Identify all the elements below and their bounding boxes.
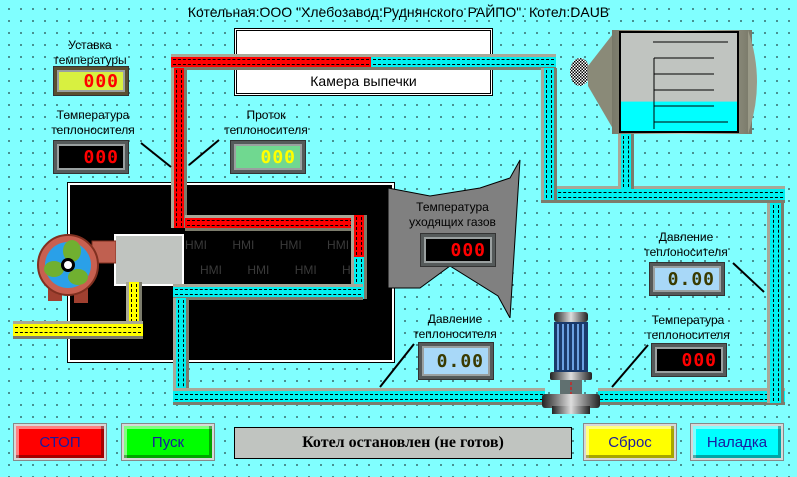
coolant-pressure-bottom-display: 0.00 bbox=[419, 343, 493, 379]
coolant-pressure-bottom-label: Давление теплоносителя bbox=[413, 312, 497, 341]
fuel-pipe-vertical bbox=[126, 282, 142, 324]
baking-chamber-label: Камера выпечки bbox=[310, 73, 417, 89]
return-pipe-vertical bbox=[541, 68, 557, 200]
hot-pipe-internal-vertical bbox=[351, 215, 367, 257]
coolant-temp-right-display: 000 bbox=[652, 344, 726, 376]
coolant-pressure-right-display: 0.00 bbox=[650, 263, 724, 295]
setpoint-display[interactable]: 000 bbox=[54, 67, 128, 95]
leader-line bbox=[140, 142, 172, 168]
hot-pipe-internal bbox=[185, 215, 355, 231]
hot-pipe-riser bbox=[171, 68, 187, 228]
setup-button[interactable]: Наладка bbox=[691, 424, 783, 460]
circulation-pump-icon bbox=[542, 312, 600, 414]
status-bar: Котел остановлен (не готов) bbox=[234, 427, 572, 459]
cold-pipe-internal bbox=[173, 284, 363, 300]
coolant-temp-right-label: Температура теплоносителя bbox=[646, 313, 730, 342]
start-button[interactable]: Пуск bbox=[122, 424, 214, 460]
coolant-pressure-right-label: Давление теплоносителя bbox=[644, 230, 728, 259]
hot-pipe-top bbox=[171, 54, 371, 70]
blower-fan-icon bbox=[37, 234, 116, 303]
coolant-flow-display: 000 bbox=[231, 141, 305, 173]
reset-button[interactable]: Сброс bbox=[584, 424, 676, 460]
setpoint-label: Уставка температуры bbox=[53, 38, 127, 67]
flue-duct bbox=[387, 159, 521, 318]
flue-gas-temp-display: 000 bbox=[421, 234, 495, 266]
fuel-pipe-horizontal bbox=[13, 321, 143, 339]
cold-pipe-down bbox=[173, 298, 189, 398]
window-title: Котельная:ООО "Хлебозавод:Руднянского РА… bbox=[187, 4, 610, 20]
burner-box bbox=[114, 234, 184, 286]
hmi-watermark: HMI HMI HMI HMI bbox=[200, 263, 364, 277]
leader-line bbox=[611, 344, 649, 388]
coolant-temp-left-label: Температура теплоносителя bbox=[51, 108, 135, 137]
coolant-temp-left-display: 000 bbox=[54, 141, 128, 173]
expansion-tank bbox=[570, 30, 757, 134]
coolant-flow-label: Проток теплоносителя bbox=[224, 108, 308, 137]
hmi-watermark: HMI HMI HMI HMI bbox=[185, 238, 350, 252]
return-pipe-middle bbox=[541, 186, 785, 203]
cold-pipe-bottom-right bbox=[598, 388, 785, 405]
flue-gas-temp-label: Температура уходящих газов bbox=[409, 200, 496, 229]
leader-line bbox=[732, 262, 765, 293]
leader-line bbox=[188, 139, 220, 166]
tank-outlet-pipe bbox=[618, 134, 634, 189]
return-pipe-top bbox=[371, 54, 556, 70]
return-pipe-right bbox=[767, 203, 784, 403]
stop-button[interactable]: СТОП bbox=[14, 424, 106, 460]
cold-pipe-bottom-left bbox=[173, 388, 545, 405]
